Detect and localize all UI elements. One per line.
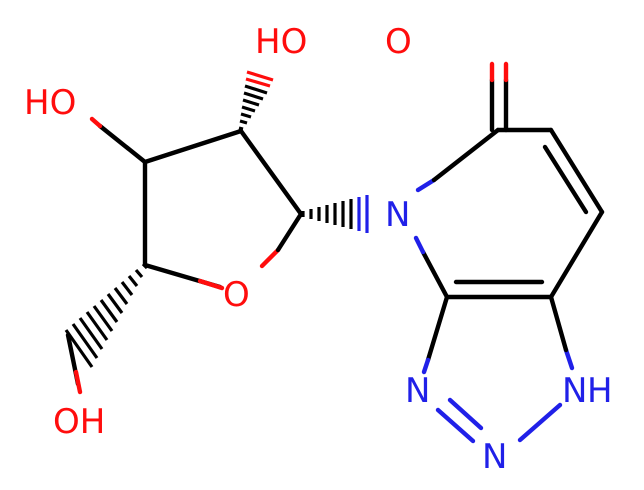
bond-c3-oh [97, 123, 148, 165]
atom-n-triazole-bottom: N [482, 437, 507, 477]
atom-n-triazole-left: N [405, 371, 430, 411]
bond-c4-oring-red [197, 278, 225, 291]
hashed-wedge-c1-n [301, 195, 369, 233]
triazole-ring [421, 294, 575, 444]
bond-c2-c3 [142, 128, 244, 165]
atom-o-carbonyl: O [385, 22, 412, 62]
bond-oring-c1 [275, 211, 304, 253]
atom-nh-triazole-right: N [562, 371, 587, 411]
sugar-ring [142, 128, 304, 291]
bond-oring-c1-red [259, 247, 281, 269]
atom-oh-left: HO [24, 83, 76, 123]
atom-nh-h: H [587, 371, 613, 411]
pyridinone-ring [413, 61, 605, 300]
atom-oh-bottom: OH [53, 402, 105, 442]
hashed-wedge-c4-ch2 [64, 262, 149, 368]
bond-c1-c2 [238, 128, 304, 217]
atom-n-ring: N [385, 195, 410, 235]
hashed-wedge-c2-oh [238, 70, 274, 131]
atom-o-ring: O [223, 275, 250, 315]
bond-c3-oh-red [89, 116, 103, 129]
bond-ch2-oh-red [73, 369, 83, 395]
atom-oh-top: HO [255, 22, 307, 62]
